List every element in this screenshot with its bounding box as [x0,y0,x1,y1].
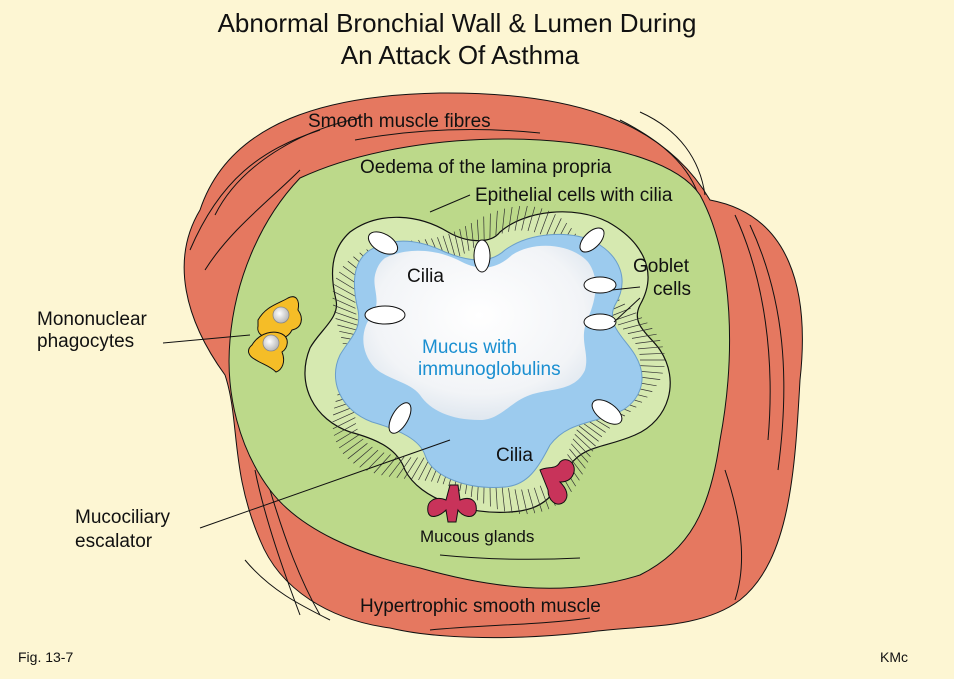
label-mucociliary: Mucociliary [75,507,171,528]
goblet-cells [364,227,623,434]
label-cilia-top: Cilia [407,266,444,287]
cilium-line [521,489,528,515]
cilium-line [545,214,556,238]
cilium-line [411,457,425,480]
cilium-line [476,219,480,245]
figure-number: Fig. 13-7 [18,649,73,665]
mononuclear-phagocytes [248,296,302,373]
cilium-line [635,340,661,344]
cilium-line [637,346,663,350]
cilium-line [465,226,470,251]
cilium-line [332,290,356,303]
cilium-line [388,456,405,477]
label-mucous-glands: Mucous glands [420,527,534,546]
cilium-line [453,231,461,257]
cilium-line [459,228,465,254]
cilium-line [533,208,543,233]
cilium-line [617,317,643,326]
cilium-line [501,486,506,512]
cilium-line [335,318,360,327]
cilium-line [332,304,357,315]
cilium-line [396,457,412,478]
title-line-2: An Attack Of Asthma [341,40,580,70]
cilium-line [332,417,356,430]
cilium-line [539,210,550,235]
label-escalator: escalator [75,531,153,552]
cilium-line [576,429,596,447]
cilium-line [333,284,357,297]
lamina-lines [354,128,581,560]
label-cilia-bottom: Cilia [496,445,533,466]
cilium-line [448,233,456,259]
cilium-line [521,205,528,231]
title-line-1: Abnormal Bronchial Wall & Lumen During [218,8,697,38]
cilium-line [578,425,599,442]
cilium-line [581,421,603,438]
label-mucus-with: Mucus with [422,337,517,358]
cilium-line [495,484,498,510]
cilium-line [508,206,513,232]
cilium-line [627,328,653,334]
cilium-line [539,485,550,510]
cilium-line [501,208,506,234]
cilium-line [533,487,543,512]
cilium-line [359,449,379,468]
cilium-line [572,438,591,457]
label-epithelial-cells: Epithelial cells with cilia [475,185,673,206]
mucous-glands [427,459,575,523]
cilium-line [623,322,648,330]
cilium-line [489,213,491,239]
author-initials: KMc [880,649,908,665]
label-mononuclear: Mononuclear [37,309,148,330]
mucus-plug [363,245,596,420]
cilium-line [639,352,665,355]
cilium-line [332,297,356,309]
cilium-line [527,489,536,514]
label-smooth-muscle-fibres: Smooth muscle fibres [308,111,491,132]
cilium-line [631,333,657,339]
cilium-line [569,448,586,469]
cilium-line [483,216,485,242]
label-hypertrophic-smooth-muscle: Hypertrophic smooth muscle [360,596,601,617]
cilium-line [514,206,521,231]
cilium-line [567,454,583,475]
cilium-line [366,452,385,471]
cilium-line [470,222,475,248]
leader-lines [162,194,641,529]
cilium-line [333,311,358,321]
label-oedema-lamina-propria: Oedema of the lamina propria [360,157,612,178]
cilium-line [637,370,663,374]
cilium-line [495,210,498,236]
cilium-line [342,438,364,454]
cilium-line [338,433,361,449]
cilium-line [335,428,358,443]
cilium-line [347,443,368,460]
cilium-line [333,423,357,436]
label-cells: cells [653,279,691,300]
cilium-line [527,206,536,231]
cilium-line [571,443,589,463]
cilium-line [353,446,373,464]
label-immunoglobulins: immunoglobulins [418,359,561,380]
cilium-line [335,277,358,292]
label-phagocytes: phagocytes [37,331,134,352]
cilium-line [508,488,513,514]
muscle-fibre-lines [189,111,785,631]
cilium-line [332,411,356,423]
cilium-line [403,457,418,479]
cilium-line [574,433,594,452]
cilium-line [514,489,521,514]
cilium-line [639,365,665,368]
label-goblet: Goblet [633,256,690,277]
